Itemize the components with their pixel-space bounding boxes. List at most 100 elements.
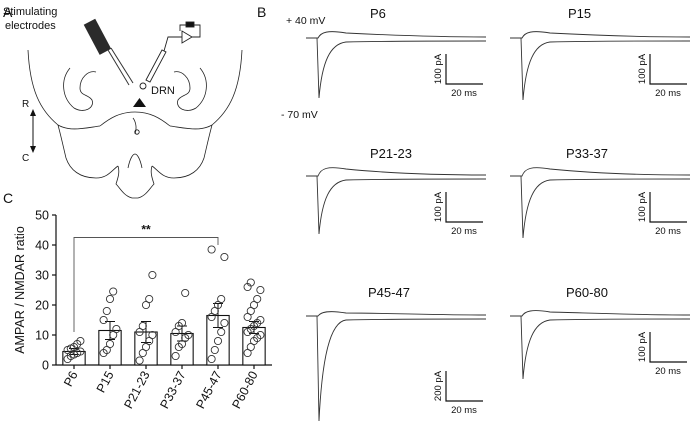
data-point [112, 324, 121, 334]
data-point [148, 270, 157, 280]
scale-bar-x-label: 20 ms [451, 226, 477, 237]
ampa-trace [510, 175, 691, 239]
panel-b-letter: B [257, 4, 266, 20]
scale-bar-x-label: 20 ms [655, 226, 681, 237]
data-point [246, 278, 255, 287]
data-point [220, 318, 229, 328]
scale-bar [649, 54, 687, 85]
data-point [217, 294, 226, 304]
trace-panel-p15: P15 100 pA 20 ms [510, 6, 691, 101]
data-point [220, 252, 229, 262]
ampa-trace [510, 37, 691, 101]
drn-marker [133, 98, 146, 107]
scale-bar-y-label: 100 pA [433, 53, 444, 84]
scale-bar-y-label: 200 pA [433, 370, 444, 401]
y-tick-label: 20 [35, 299, 49, 313]
panel-c-letter: C [3, 190, 13, 206]
y-tick-label: 10 [35, 329, 49, 343]
recording-pipette-icon [139, 21, 201, 90]
stim-label-line1: Stimulating [3, 6, 57, 18]
data-point [253, 294, 262, 304]
holding-positive-label: + 40 mV [286, 15, 325, 27]
stim-label-line2: electrodes [5, 20, 56, 32]
data-point [177, 318, 187, 328]
data-point [105, 339, 115, 349]
nmda-trace [510, 31, 691, 39]
y-tick-label: 30 [35, 269, 49, 283]
data-point [256, 315, 265, 325]
x-tick-label: P15 [94, 369, 117, 395]
panel-b: B + 40 mV - 70 mV P6 100 pA 20 ms P15 100 pA… [257, 4, 691, 422]
x-tick-label: P60-80 [229, 369, 260, 411]
nmda-trace [306, 311, 487, 317]
panel-a: A DRN Stimulating electrodes [3, 4, 243, 199]
significance-bracket [73, 237, 219, 332]
data-point [76, 347, 85, 356]
scale-bar-x-label: 20 ms [451, 88, 477, 99]
axis-caudal-label: C [22, 153, 29, 164]
nmda-trace [306, 167, 487, 177]
scale-bar-x-label: 20 ms [451, 405, 477, 416]
data-point [210, 345, 219, 355]
x-tick-label: P21-23 [121, 369, 152, 411]
trace-label: P15 [568, 6, 591, 21]
trace-panel-p21-23: P21-23 100 pA 20 ms [306, 146, 487, 237]
ampa-trace [510, 315, 691, 380]
data-point [109, 287, 118, 296]
data-point [99, 315, 108, 325]
rostral-caudal-axis: R C [22, 99, 36, 164]
scale-bar [445, 54, 483, 85]
scale-bar-y-label: 100 pA [637, 331, 648, 362]
scale-bar-y-label: 100 pA [433, 191, 444, 222]
trace-label: P60-80 [566, 285, 608, 300]
data-point [256, 285, 265, 295]
data-point [217, 327, 226, 337]
data-point [105, 294, 115, 304]
data-point [207, 354, 216, 364]
holding-negative-label: - 70 mV [281, 109, 318, 121]
axis-rostral-label: R [22, 99, 29, 110]
data-point [256, 330, 265, 340]
ampa-trace [306, 175, 487, 235]
scale-bar-x-label: 20 ms [655, 88, 681, 99]
trace-label: P45-47 [368, 285, 410, 300]
ampa-trace [306, 315, 487, 422]
x-tick-label: P6 [61, 369, 81, 389]
significance-label: ** [141, 223, 151, 237]
data-point [171, 351, 180, 361]
scale-bar [445, 371, 483, 402]
ampa-trace [306, 37, 487, 99]
data-point [138, 321, 147, 331]
drn-label: DRN [151, 85, 175, 97]
data-point [181, 288, 190, 298]
data-point [102, 306, 111, 316]
trace-panel-p45-47: P45-47 200 pA 20 ms [306, 285, 487, 422]
trace-label: P21-23 [370, 146, 412, 161]
trace-panel-p6: P6 100 pA 20 ms [306, 6, 487, 99]
aqueduct-marker [134, 129, 140, 135]
data-point [213, 336, 223, 346]
y-tick-label: 40 [35, 239, 49, 253]
traces-layer: P6 100 pA 20 ms P15 100 pA 20 ms P21-23 100 pA 2… [306, 6, 691, 422]
nmda-trace [510, 310, 691, 317]
x-tick-label: P45-47 [193, 369, 224, 411]
trace-label: P6 [370, 6, 386, 21]
brain-slice-outline [27, 49, 243, 199]
data-point [135, 356, 144, 365]
trace-panel-p33-37: P33-37 100 pA 20 ms [510, 146, 691, 239]
y-tick-label: 50 [35, 209, 49, 223]
data-point [145, 294, 154, 304]
x-tick-label: P33-37 [157, 369, 188, 411]
chart-y-axis-label: AMPAR / NMDAR ratio [13, 226, 27, 354]
scale-bar [649, 192, 687, 223]
scale-bar-x-label: 20 ms [655, 366, 681, 377]
nmda-trace [510, 167, 691, 177]
trace-label: P33-37 [566, 146, 608, 161]
nmda-trace [306, 31, 487, 39]
scale-bar-y-label: 100 pA [637, 53, 648, 84]
scale-bar-y-label: 100 pA [637, 191, 648, 222]
panel-a-letter: A [3, 4, 13, 20]
